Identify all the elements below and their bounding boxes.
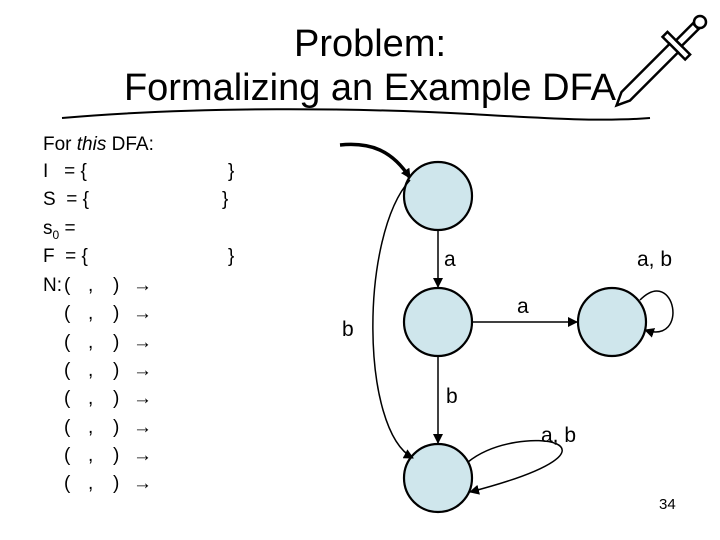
loop-bottom: [467, 439, 563, 495]
states-set-close: }: [222, 189, 229, 210]
transition-n-label: N:: [43, 275, 62, 296]
arrow-icon: →: [133, 473, 152, 495]
transition-comma: ,: [88, 388, 94, 410]
state-top: [402, 160, 474, 232]
edge-label-middle-to-bottom: b: [446, 385, 458, 408]
transition-open-paren: (: [64, 331, 71, 353]
slide-title-line1: Problem:: [293, 23, 447, 65]
transition-open-paren: (: [64, 359, 71, 381]
states-set-label: S = {: [43, 189, 89, 210]
start-state-label: s0 =: [43, 218, 76, 242]
transition-open-paren: (: [64, 444, 71, 466]
transition-close-paren: ): [113, 473, 120, 495]
loop-right: [639, 290, 674, 338]
arrow-icon: →: [133, 416, 152, 438]
edge-label-top-to-bottom: b: [342, 318, 354, 341]
initial-set-close: }: [228, 161, 235, 182]
arrow-icon: →: [133, 303, 152, 325]
edge-label-top-to-middle: a: [444, 248, 456, 271]
transition-close-paren: ): [113, 275, 120, 296]
start-arrow: [339, 142, 412, 179]
transition-close-paren: ): [113, 444, 120, 466]
transition-comma: ,: [88, 359, 94, 381]
transition-comma: ,: [88, 275, 94, 296]
state-right: [576, 286, 648, 358]
arrow-icon: →: [133, 331, 152, 353]
transition-comma: ,: [88, 473, 94, 495]
state-bottom: [402, 442, 474, 514]
transition-comma: ,: [88, 331, 94, 353]
arrow-icon: →: [133, 444, 152, 466]
arrow-icon: →: [133, 275, 152, 296]
transition-open-paren: (: [64, 388, 71, 410]
edge-top-to-bottom: [372, 179, 414, 459]
state-middle: [402, 286, 474, 358]
transition-comma: ,: [88, 444, 94, 466]
edge-label-bottom-loop: a, b: [541, 424, 577, 447]
transition-close-paren: ): [113, 303, 120, 325]
transition-open-paren: (: [64, 473, 71, 495]
transition-close-paren: ): [113, 331, 120, 353]
transition-close-paren: ): [113, 416, 120, 438]
transition-comma: ,: [88, 416, 94, 438]
intro-emphasis: this: [76, 134, 107, 155]
transition-close-paren: ): [113, 359, 120, 381]
page-number: 34: [659, 496, 676, 513]
transition-close-paren: ): [113, 388, 120, 410]
transition-open-paren: (: [64, 416, 71, 438]
intro-text: For this DFA:: [43, 134, 154, 155]
edge-label-middle-to-right: a: [517, 295, 529, 318]
sword-icon: [614, 14, 708, 108]
transition-comma: ,: [88, 303, 94, 325]
slide-title-line2: Formalizing an Example DFA: [123, 67, 617, 109]
arrow-icon: →: [133, 359, 152, 381]
transition-open-paren: (: [64, 303, 71, 325]
title-underline: [61, 108, 651, 121]
arrow-icon: →: [133, 388, 152, 410]
transition-open-paren: (: [64, 275, 71, 296]
final-set-label: F = {: [43, 246, 88, 267]
initial-set-label: I = {: [43, 161, 87, 182]
edge-label-right-loop: a, b: [637, 248, 673, 271]
final-set-close: }: [228, 246, 235, 267]
